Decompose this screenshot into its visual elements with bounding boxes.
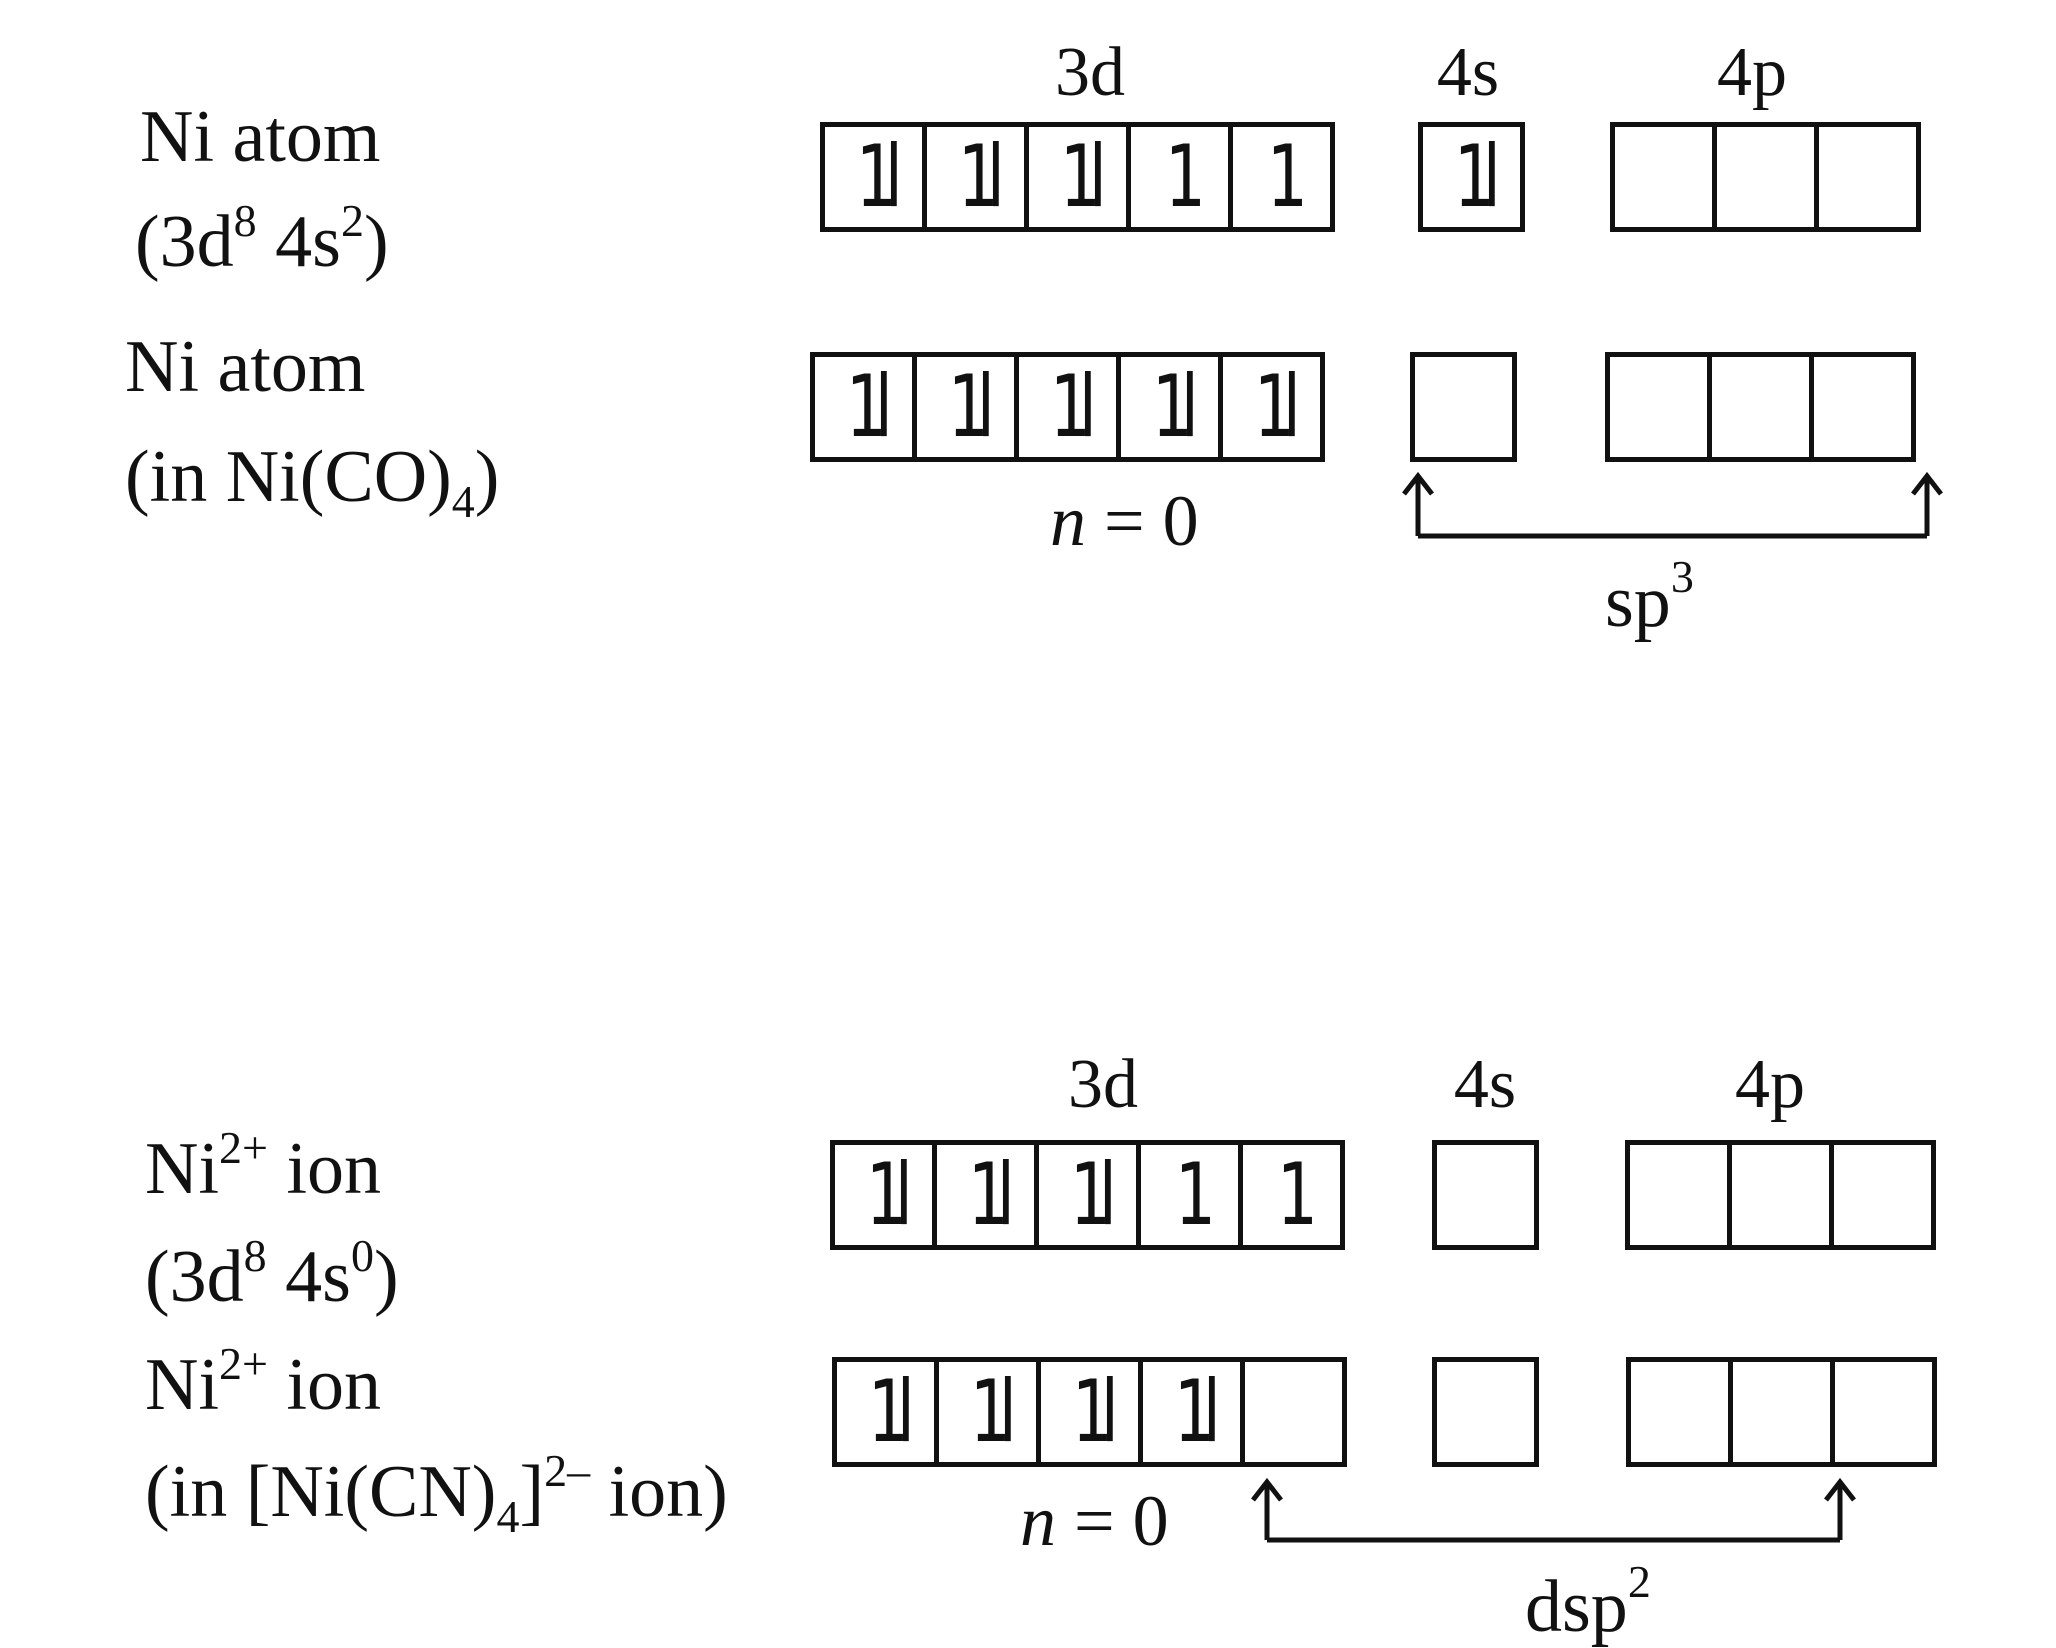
sp3-bracket	[1415, 476, 1930, 539]
header-4s-2: 4s	[1453, 1046, 1517, 1123]
row1-label-line1: Ni atom	[140, 96, 381, 178]
row3-label-line2: (3d8 4s0)	[145, 1230, 399, 1318]
orbital-box-4s	[1432, 1357, 1539, 1467]
orbital-box-4s: 1l	[1418, 122, 1525, 232]
row2-label-line1: Ni atom	[125, 326, 366, 408]
orbital-box-4p	[1809, 352, 1916, 462]
orbital-box-3d: 1l	[820, 122, 927, 232]
row2-label-line2: (in Ni(CO)4)	[125, 436, 500, 527]
row3-label-line1: Ni2+ ion	[145, 1122, 382, 1210]
dsp2-bracket-arrowheads	[1251, 1477, 1856, 1502]
row2-hybridization: sp3	[1605, 551, 1694, 643]
orbital-box-3d: 1l	[922, 122, 1029, 232]
row4-n-label: n = 0	[1020, 1481, 1169, 1561]
orbital-box-3d: 1	[1228, 122, 1335, 232]
row2-n-label: n = 0	[1050, 481, 1199, 561]
row4-label-line1: Ni2+ ion	[145, 1338, 382, 1426]
orbital-box-3d: 1	[1238, 1140, 1345, 1250]
row1-label-line2: (3d8 4s2)	[135, 195, 389, 283]
orbital-box-3d: 1l	[810, 352, 917, 462]
header-3d-2: 3d	[1068, 1046, 1138, 1123]
orbital-box-4p	[1829, 1140, 1936, 1250]
orbital-box-4p	[1814, 122, 1921, 232]
sp3-bracket-arrowheads	[1402, 471, 1943, 496]
orbital-box-3d: 1l	[1218, 352, 1325, 462]
header-3d: 3d	[1055, 34, 1125, 111]
orbital-box-4p	[1830, 1357, 1937, 1467]
orbital-box-4s	[1432, 1140, 1539, 1250]
dsp2-bracket	[1264, 1482, 1843, 1543]
orbital-box-4s	[1410, 352, 1517, 462]
orbital-box-3d: 1l	[832, 1357, 939, 1467]
row4-hybridization: dsp2	[1525, 1556, 1651, 1648]
header-4p: 4p	[1717, 34, 1787, 111]
row4-label-line2: (in [Ni(CN)4]2– ion)	[145, 1445, 728, 1542]
header-4p-2: 4p	[1735, 1046, 1805, 1123]
header-4s: 4s	[1436, 34, 1500, 111]
orbital-box-3d	[1240, 1357, 1347, 1467]
